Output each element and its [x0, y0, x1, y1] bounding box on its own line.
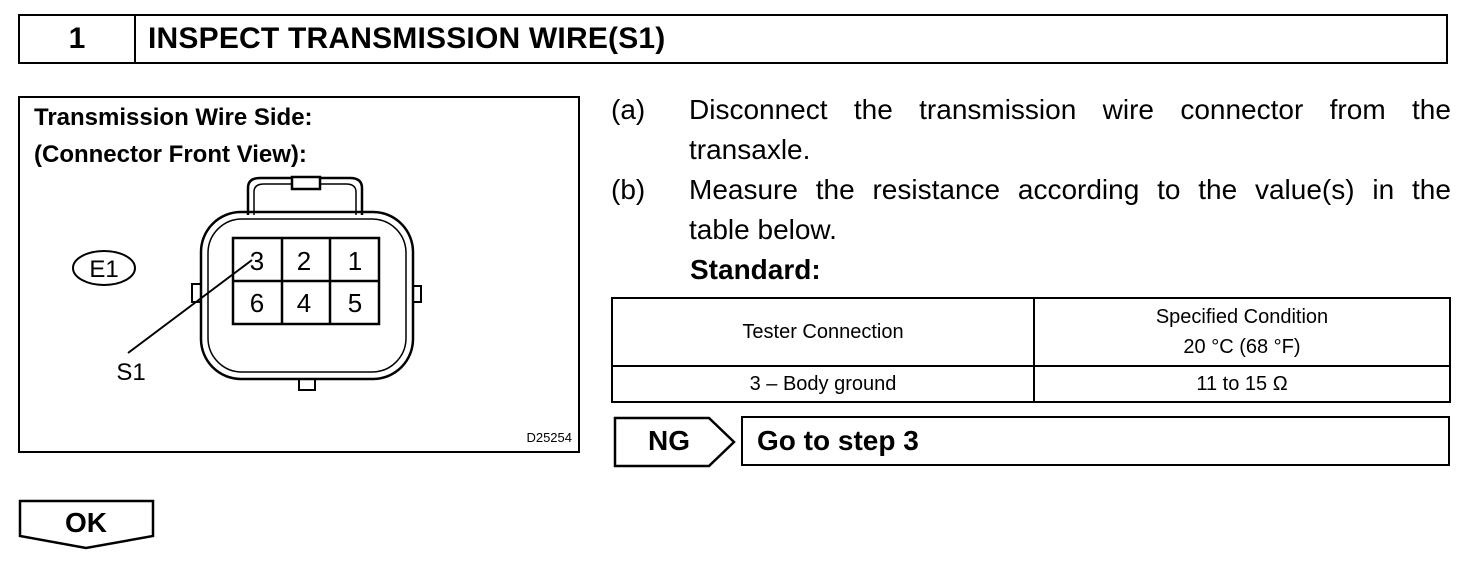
table-cell-condition: 11 to 15 Ω	[1033, 365, 1451, 403]
connector-figure: Transmission Wire Side: (Connector Front…	[18, 96, 580, 453]
connector-code-label: E1	[89, 256, 118, 283]
instruction-line: Disconnect the transmission wire connect…	[689, 90, 1451, 130]
instruction-line: transaxle.	[689, 134, 811, 165]
word: the	[853, 94, 893, 125]
word: resistance	[872, 174, 1001, 205]
standard-label: Standard:	[690, 254, 821, 285]
word: according	[1017, 174, 1140, 205]
table-cell-connection: 3 – Body ground	[611, 365, 1035, 403]
word: from	[1329, 94, 1386, 125]
wire-label: S1	[116, 359, 145, 386]
pin-label: 2	[297, 246, 311, 276]
figure-id: D25254	[526, 430, 572, 445]
ng-label: NG	[648, 425, 690, 456]
pin-label: 1	[348, 246, 362, 276]
word: the	[1198, 174, 1238, 205]
pin-label: 4	[297, 288, 311, 318]
connector-diagram: E1 3 2 1 6 4 5 S1	[72, 175, 422, 391]
spec-table: Tester Connection Specified Condition 20…	[611, 297, 1451, 403]
ok-arrow-icon	[18, 499, 155, 550]
header-specified-condition-title: Specified Condition	[1155, 306, 1329, 328]
word: value(s)	[1254, 174, 1355, 205]
instruction-line: table below.	[689, 214, 837, 245]
pin-label: 5	[348, 288, 362, 318]
instruction-a: (a) Disconnect the transmission wire con…	[611, 90, 1451, 170]
word: in	[1372, 174, 1395, 205]
table-row: 3 – Body ground 11 to 15 Ω	[611, 365, 1451, 403]
word: the	[1411, 174, 1451, 205]
table-header-row: Tester Connection Specified Condition 20…	[611, 297, 1451, 367]
word: to	[1157, 174, 1181, 205]
header-temperature: 20 °C (68 °F)	[1183, 336, 1301, 358]
pin-label: 3	[250, 246, 264, 276]
word: Disconnect	[689, 94, 828, 125]
ng-arrow-icon	[613, 416, 736, 468]
word: the	[815, 174, 855, 205]
step-title: INSPECT TRANSMISSION WIRE(S1)	[148, 22, 666, 55]
ok-label: OK	[65, 507, 107, 538]
header-specified-condition: Specified Condition 20 °C (68 °F)	[1033, 297, 1451, 367]
word: connector	[1180, 94, 1304, 125]
ng-action: Go to step 3	[741, 416, 1450, 466]
instruction-b: (b) Measure the resistance according to …	[611, 170, 1451, 250]
figure-caption-line1: Transmission Wire Side:	[34, 104, 313, 131]
word: wire	[1102, 94, 1154, 125]
step-header: 1 INSPECT TRANSMISSION WIRE(S1)	[18, 14, 1448, 64]
instruction-line: Measure the resistance according to the …	[689, 170, 1451, 210]
word: transmission	[919, 94, 1077, 125]
word: the	[1412, 94, 1451, 125]
pin-label: 6	[250, 288, 264, 318]
instruction-label: (b)	[611, 174, 646, 205]
figure-caption-line2: (Connector Front View):	[34, 141, 307, 168]
header-tester-connection: Tester Connection	[611, 297, 1035, 367]
word: Measure	[689, 174, 798, 205]
instruction-label: (a)	[611, 94, 646, 125]
step-number: 1	[20, 16, 136, 62]
